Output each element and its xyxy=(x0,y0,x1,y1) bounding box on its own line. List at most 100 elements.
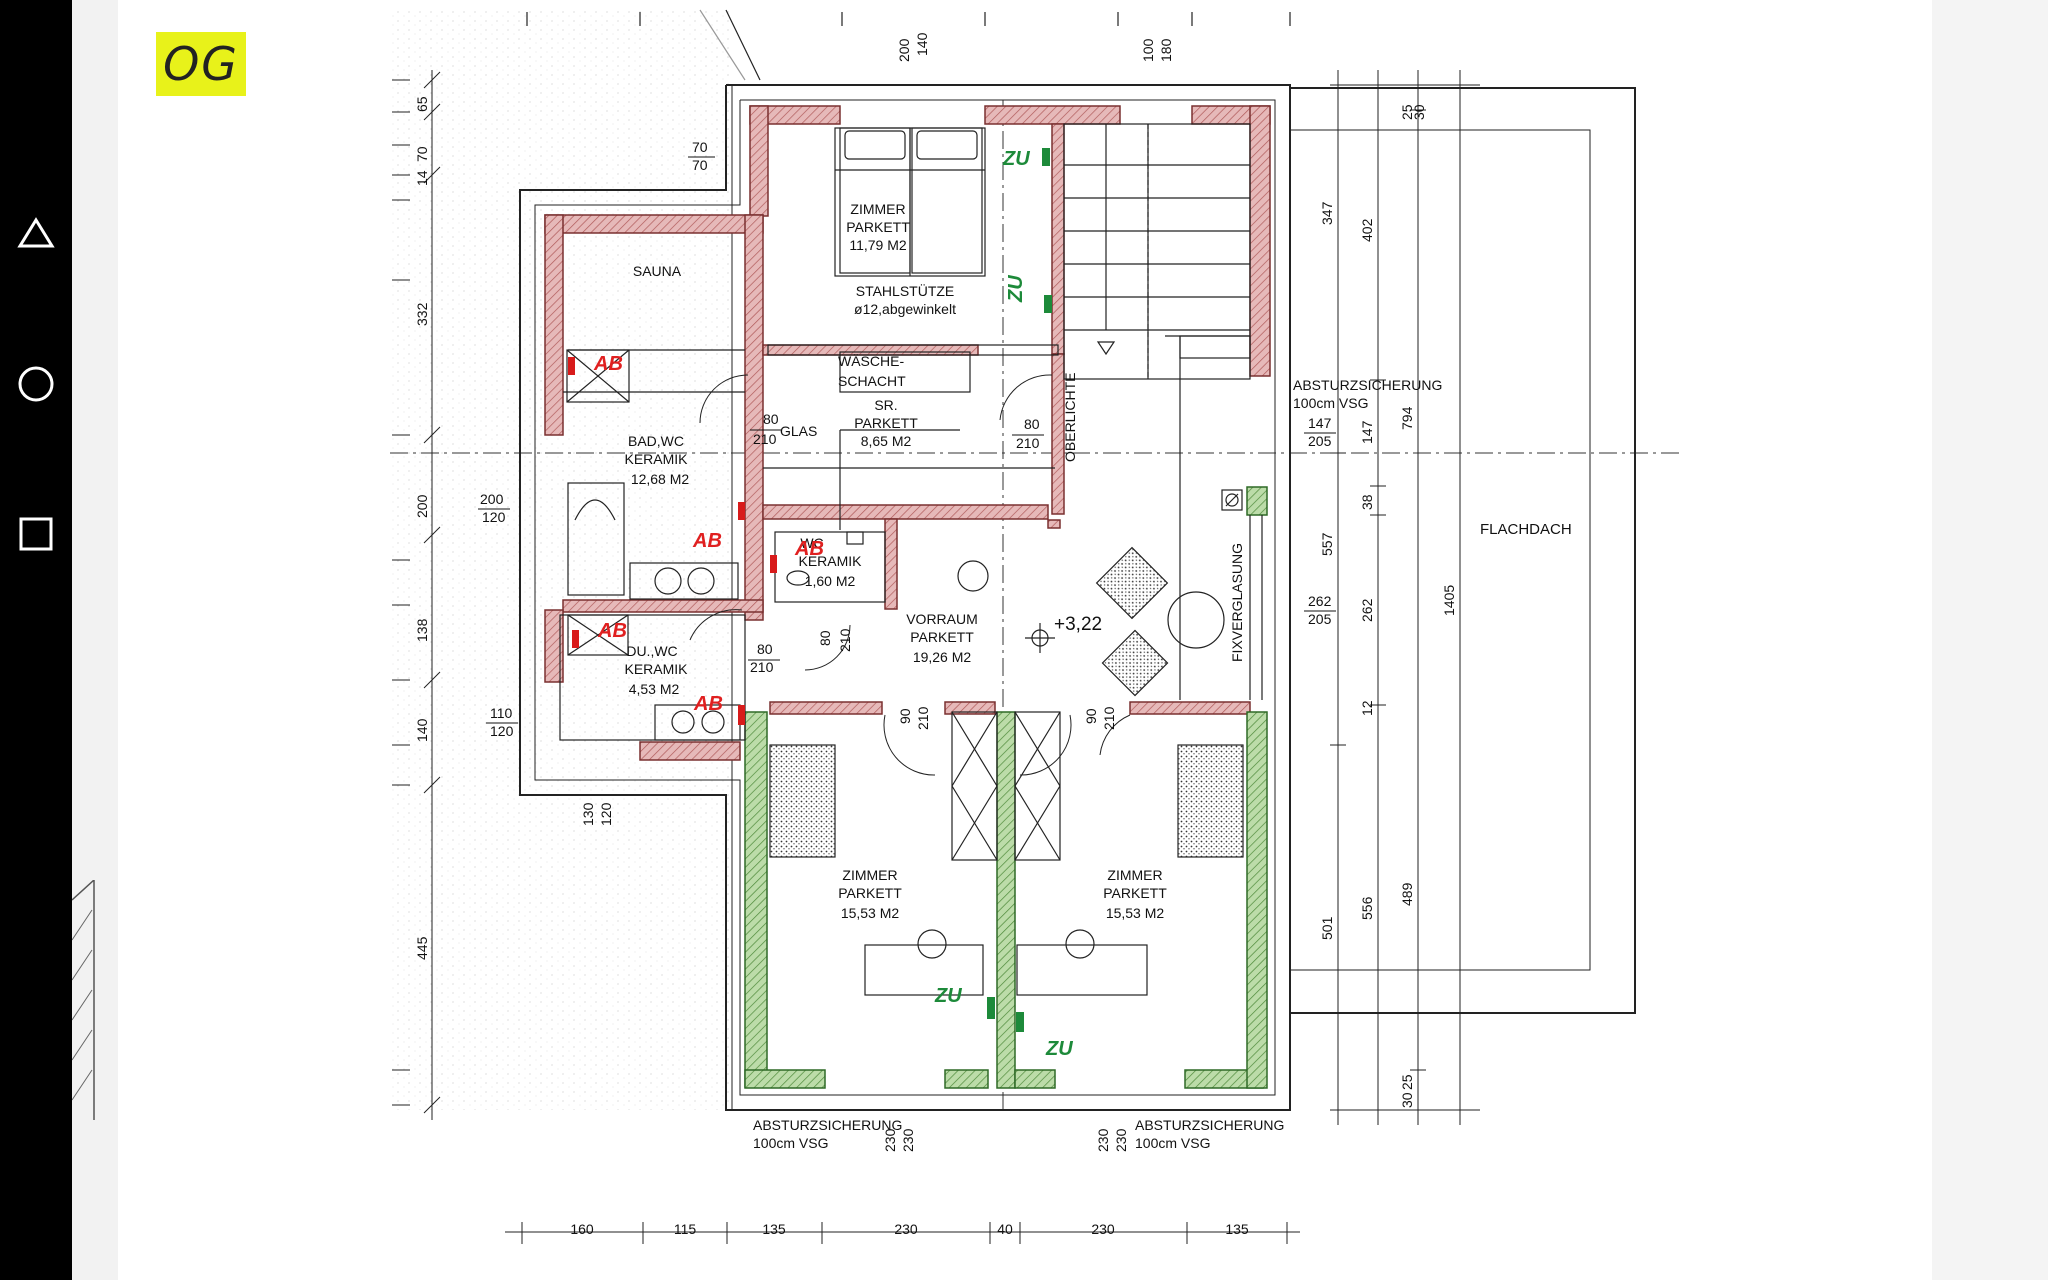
dim-left-4: 332 xyxy=(414,302,430,326)
room-bad-name: BAD,WC xyxy=(628,433,684,449)
recents-button[interactable] xyxy=(14,512,58,556)
dim-right-c-6: 30 xyxy=(1399,1092,1415,1108)
ab-marker-2: AB xyxy=(692,530,722,552)
vorraum-items xyxy=(957,489,1263,700)
home-button[interactable] xyxy=(14,362,58,406)
dim-left-7: 140 xyxy=(414,718,430,742)
ab-marker-1: AB xyxy=(593,353,623,375)
dim-right-d-1: 1405 xyxy=(1441,585,1457,616)
room-vorraum-name: VORRAUM xyxy=(906,611,978,627)
door-d4-width: 80 xyxy=(817,630,833,646)
room-zimmer-left-name: ZIMMER xyxy=(842,867,897,883)
bed-top xyxy=(839,127,983,274)
door-d6-height: 210 xyxy=(1101,706,1117,730)
square-recents-icon xyxy=(19,517,53,551)
room-bad-area: 12,68 M2 xyxy=(631,471,690,487)
window-w5-left: 200 xyxy=(896,38,912,62)
window-w8-top: 262 xyxy=(1308,593,1332,609)
window-w10-left: 230 xyxy=(1095,1128,1111,1152)
room-zimmer-top-floor: PARKETT xyxy=(846,219,910,235)
dim-bottom-2: 115 xyxy=(674,1221,697,1237)
dim-left-2: 70 xyxy=(414,146,430,162)
room-zimmer-right-area: 15,53 M2 xyxy=(1106,905,1165,921)
window-w9-right: 230 xyxy=(900,1128,916,1152)
top-ticks xyxy=(526,9,1291,81)
door-d2-width: 80 xyxy=(1024,416,1040,432)
dim-right-b-2: 147 xyxy=(1359,420,1375,444)
glas-label: GLAS xyxy=(780,423,817,439)
door-d3-width: 80 xyxy=(757,641,773,657)
window-w10-right: 230 xyxy=(1113,1128,1129,1152)
dim-right-c-2: 30 xyxy=(1411,104,1427,120)
dim-right-a-2: 557 xyxy=(1319,532,1335,556)
stahlstuetze-line2: ø12,abgewinkelt xyxy=(854,301,956,317)
desks xyxy=(864,929,1148,996)
dim-right-b-6: 556 xyxy=(1359,896,1375,920)
dim-right-c-4: 489 xyxy=(1399,882,1415,906)
walls-red xyxy=(544,105,1271,761)
window-w6-left: 100 xyxy=(1140,38,1156,62)
window-w3-bottom: 120 xyxy=(490,723,514,739)
dim-right-c-3: 794 xyxy=(1399,406,1415,430)
wardrobes xyxy=(951,711,1061,861)
room-sr-area: 8,65 M2 xyxy=(861,433,912,449)
dim-left-3: 14 xyxy=(414,170,430,186)
walls-green xyxy=(744,486,1268,1089)
window-w2-bottom: 120 xyxy=(482,509,506,525)
window-w6-right: 180 xyxy=(1158,38,1174,62)
triangle-back-icon xyxy=(17,217,55,248)
back-button[interactable] xyxy=(14,212,58,256)
zu-marker-1: ZU xyxy=(1002,148,1030,170)
window-w8-bottom: 205 xyxy=(1308,611,1332,627)
green-annotations: ZU ZU ZU ZU xyxy=(934,148,1073,1060)
room-du-name: DU.,WC xyxy=(626,643,677,659)
floor-tag-highlight: OG xyxy=(156,32,246,96)
room-sauna-name: SAUNA xyxy=(633,263,682,279)
dim-bottom-1: 160 xyxy=(570,1221,594,1237)
door-swings xyxy=(689,374,1131,776)
door-d1-width: 80 xyxy=(763,411,779,427)
dim-right-b-1: 402 xyxy=(1359,218,1375,242)
room-du-area: 4,53 M2 xyxy=(629,681,680,697)
dim-right-b-4: 262 xyxy=(1359,598,1375,622)
room-sr-floor: PARKETT xyxy=(854,415,918,431)
absturz-label-right: ABSTURZSICHERUNG xyxy=(1293,377,1442,393)
vsg-label-bottom-left: 100cm VSG xyxy=(753,1135,828,1151)
absturz-label-bottom-left: ABSTURZSICHERUNG xyxy=(753,1117,902,1133)
oberlichte-label: OBERLICHTE xyxy=(1062,373,1078,462)
dim-right-a-3: 501 xyxy=(1319,916,1335,940)
ab-marker-4: AB xyxy=(597,620,627,642)
staircase xyxy=(1063,123,1251,380)
room-wc-name: WC xyxy=(800,535,823,551)
dim-chain-left: 65 70 14 332 200 138 140 445 xyxy=(392,70,441,1120)
previous-page-edge[interactable] xyxy=(72,0,118,1280)
waesche-line1: WÄSCHE- xyxy=(838,353,904,369)
door-d5-height: 210 xyxy=(915,706,931,730)
window-w1-top: 70 xyxy=(692,139,708,155)
red-annotations: AB AB AB AB AB xyxy=(568,353,824,725)
door-d1-height: 210 xyxy=(753,431,777,447)
dim-right-b-3: 38 xyxy=(1359,494,1375,510)
dim-bottom-4: 230 xyxy=(894,1221,918,1237)
room-zimmer-left-floor: PARKETT xyxy=(838,885,902,901)
zu-marker-4: ZU xyxy=(1045,1038,1073,1060)
building-outline xyxy=(519,84,1291,1111)
dim-bottom-6: 230 xyxy=(1091,1221,1115,1237)
dim-bottom-3: 135 xyxy=(762,1221,786,1237)
window-w4-right: 120 xyxy=(598,802,614,826)
shower xyxy=(566,349,630,656)
vsg-label-bottom-right: 100cm VSG xyxy=(1135,1135,1210,1151)
dim-left-6: 138 xyxy=(414,618,430,642)
dim-bottom-7: 135 xyxy=(1225,1221,1249,1237)
dim-left-8: 445 xyxy=(414,936,430,960)
door-d4-height: 210 xyxy=(837,628,853,652)
window-w2-top: 200 xyxy=(480,491,504,507)
room-zimmer-top-name: ZIMMER xyxy=(850,201,905,217)
waesche-line2: SCHACHT xyxy=(838,373,906,389)
door-d6-width: 90 xyxy=(1083,708,1099,724)
zu-marker-2: ZU xyxy=(1005,275,1027,303)
next-page-edge[interactable] xyxy=(1932,0,2048,1280)
room-sr-name: SR. xyxy=(874,397,897,413)
vsg-label-right: 100cm VSG xyxy=(1293,395,1368,411)
